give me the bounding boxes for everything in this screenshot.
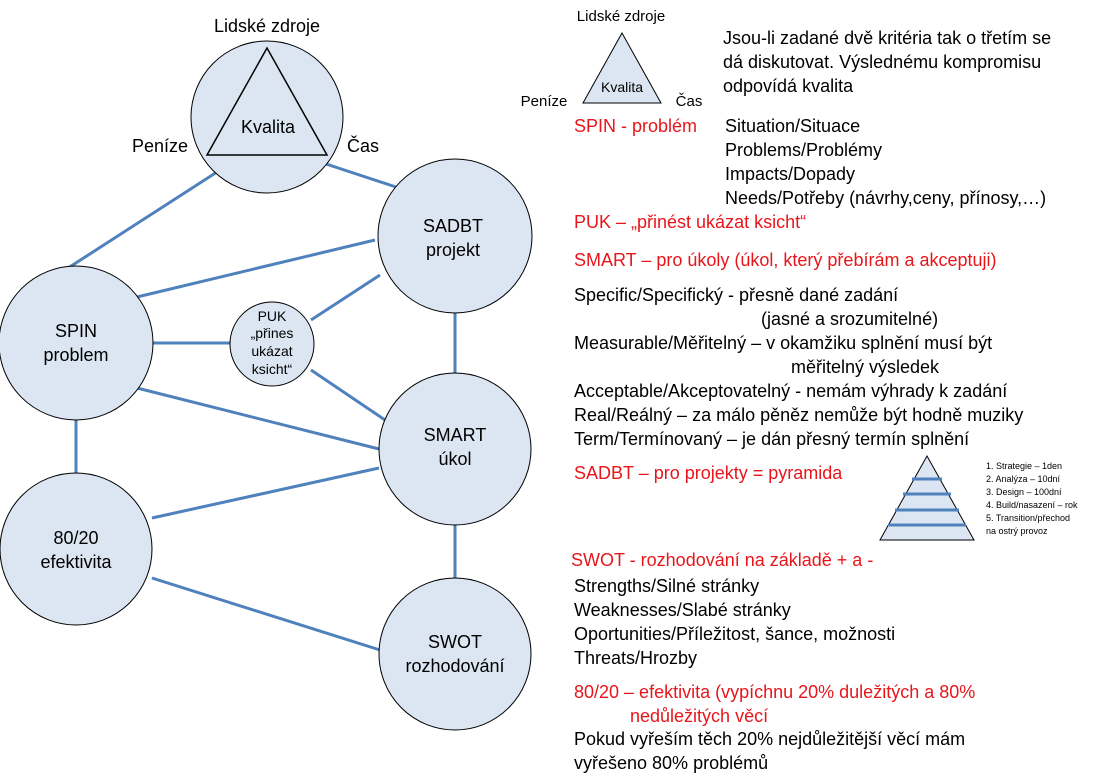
edge-spin-sadbt: [136, 238, 376, 299]
spin-label-1: SPIN: [55, 321, 97, 341]
spin-item-impacts: Impacts/Dopady: [725, 164, 856, 184]
sadbt-pyramid: [879, 454, 975, 541]
pyramid-step-3: 3. Design – 100dní: [986, 487, 1062, 497]
diagram-top-label: Lidské zdroje: [214, 16, 320, 36]
legend-center-label: Kvalita: [601, 79, 643, 95]
spin-heading: SPIN - problém: [574, 116, 698, 136]
edge-quality-sadbt: [316, 159, 400, 190]
diagram-left-label: Peníze: [132, 136, 188, 156]
pareto-line-2: vyřešeno 80% problémů: [574, 753, 769, 773]
pyramid-step-5: 5. Transition/přechod: [986, 513, 1071, 523]
legend-left-label: Peníze: [521, 93, 568, 110]
pyramid-step-2: 2. Analýza – 10dní: [986, 474, 1061, 484]
pyramid-step-4: 4. Build/nasazení – rok: [986, 500, 1078, 510]
effectivity-label-1: 80/20: [53, 528, 98, 548]
smart-acceptable: Acceptable/Akceptovatelný - nemám výhrad…: [574, 381, 1008, 401]
puk-label-4: ksicht“: [252, 361, 293, 377]
edge-eff-swot: [151, 576, 381, 652]
puk-node: [229, 301, 315, 387]
swot-strengths: Strengths/Silné stránky: [574, 576, 760, 596]
swot-weaknesses: Weaknesses/Slabé stránky: [574, 600, 791, 620]
effectivity-label-2: efektivita: [40, 552, 112, 572]
legend-triangle: [582, 31, 662, 104]
edge-spin-smart: [136, 386, 380, 451]
spin-label-2: problem: [43, 345, 108, 365]
sadbt-heading: SADBT – pro projekty = pyramida: [574, 463, 843, 483]
smart-measurable-note: měřitelný výsledek: [791, 357, 940, 377]
edge-quality-spin: [64, 170, 218, 272]
legend-right-label: Čas: [676, 93, 703, 110]
pyramid-step-5-cont: na ostrý provoz: [986, 526, 1048, 536]
swot-heading: SWOT - rozhodování na základě + a -: [571, 550, 874, 570]
smart-measurable: Measurable/Měřitelný – v okamžiku splněn…: [574, 333, 993, 353]
smart-specific-note: (jasné a srozumitelné): [761, 309, 939, 329]
smart-heading: SMART – pro úkoly (úkol, který přebírám …: [574, 250, 997, 270]
swot-label-1: SWOT: [428, 632, 482, 652]
intro-line-2: dá diskutovat. Výslednému kompromisu: [723, 52, 1042, 72]
pareto-line-1: Pokud vyřeším těch 20% nejdůležitější vě…: [574, 729, 966, 749]
spin-item-needs: Needs/Potřeby (návrhy,ceny, přínosy,…): [725, 188, 1047, 208]
pareto-heading-cont: nedůležitých věcí: [630, 706, 769, 726]
smart-node: [378, 372, 532, 526]
smart-real: Real/Reálný – za málo pěněz nemůže být h…: [574, 405, 1024, 425]
swot-threats: Threats/Hrozby: [574, 648, 698, 668]
sadbt-node: [377, 158, 533, 314]
diagram-right-label: Čas: [347, 135, 379, 156]
sadbt-label-1: SADBT: [423, 216, 483, 236]
pareto-heading: 80/20 – efektivita (vypíchnu 20% duležit…: [574, 682, 976, 702]
swot-node: [378, 577, 532, 731]
spin-item-problems: Problems/Problémy: [725, 140, 883, 160]
puk-heading: PUK – „přinést ukázat ksicht“: [574, 212, 807, 232]
spin-item-situation: Situation/Situace: [725, 116, 861, 136]
legend-top-label: Lidské zdroje: [577, 8, 665, 25]
quality-triangle: [205, 46, 329, 156]
edge-eff-smart: [151, 466, 380, 520]
swot-label-2: rozhodování: [405, 656, 504, 676]
edge-puk-smart: [310, 368, 386, 422]
sadbt-label-2: projekt: [426, 240, 480, 260]
pyramid-step-1: 1. Strategie – 1den: [986, 461, 1063, 471]
diagram-edges: [64, 159, 457, 652]
puk-label-2: „přines: [251, 325, 294, 341]
diagram-center-label: Kvalita: [241, 117, 296, 137]
puk-label-1: PUK: [258, 308, 287, 324]
puk-label-3: ukázat: [251, 343, 292, 359]
spin-node: [0, 265, 154, 421]
pyramid-outline: [879, 454, 975, 541]
smart-specific: Specific/Specifický - přesně dané zadání: [574, 285, 899, 305]
smart-label-1: SMART: [424, 425, 487, 445]
swot-opportunities: Oportunities/Příležitost, šance, možnost…: [574, 624, 896, 644]
smart-term: Term/Termínovaný – je dán přesný termín …: [574, 429, 970, 449]
smart-label-2: úkol: [438, 449, 471, 469]
effectivity-node: [0, 472, 153, 626]
intro-line-1: Jsou-li zadané dvě kritéria tak o třetím…: [723, 28, 1052, 48]
intro-line-3: odpovídá kvalita: [723, 76, 854, 96]
edge-puk-sadbt: [310, 273, 381, 322]
